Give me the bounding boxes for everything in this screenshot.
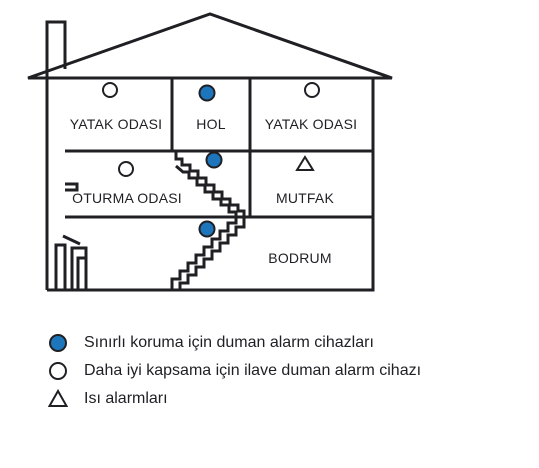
room-label-kitchen: MUTFAK [276,190,334,206]
stairs-lower [170,217,246,290]
room-label-bedroom-left: YATAK ODASI [70,116,162,132]
filled-circle-icon [48,333,68,353]
legend-label: Sınırlı koruma için duman alarm cihazlar… [84,334,374,351]
open-circle-icon [102,82,118,98]
legend-label: Daha iyi kapsama için ilave duman alarm … [84,362,422,379]
legend-item-heat-alarms: Isı alarmları [48,385,528,413]
triangle-icon [48,389,68,409]
legend-item-extra-coverage: Daha iyi kapsama için ilave duman alarm … [48,357,528,385]
open-circle-icon [48,361,68,381]
open-circle-icon [304,82,320,98]
room-label-living-room: OTURMA ODASI [72,190,182,206]
filled-circle-icon [205,151,223,169]
legend-item-limited-protection: Sınırlı koruma için duman alarm cihazlar… [48,329,528,357]
triangle-icon [295,155,315,171]
legend: Sınırlı koruma için duman alarm cihazlar… [48,329,528,413]
house-outline [47,76,375,292]
chimney [45,20,67,290]
stairs-upper [174,151,246,217]
room-label-bedroom-right: YATAK ODASI [265,116,357,132]
filled-circle-icon [198,84,216,102]
room-label-hall: HOL [196,116,225,132]
open-circle-icon [118,161,134,177]
room-label-basement: BODRUM [268,250,331,266]
house-diagram: YATAK ODASI HOL YATAK ODASI OTURMA ODASI… [27,12,393,292]
roof-outline [27,12,393,80]
filled-circle-icon [198,220,216,238]
legend-label: Isı alarmları [84,390,168,407]
